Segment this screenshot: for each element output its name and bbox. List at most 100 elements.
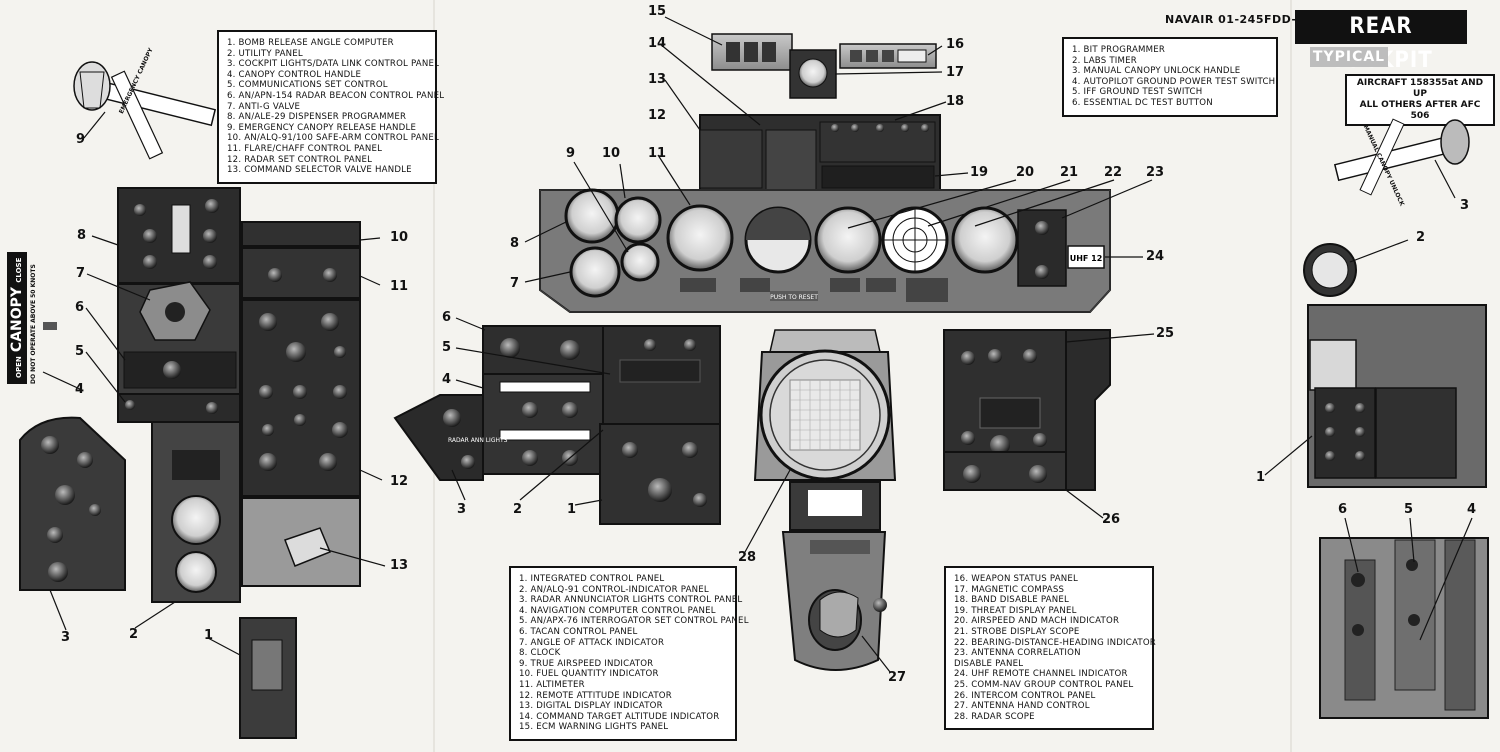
radar-ann-lights-label: RADAR ANN LIGHTS <box>448 437 508 444</box>
legend-item: 19. THREAT DISPLAY PANEL <box>954 605 1077 616</box>
callout-left-9: 9 <box>76 132 86 147</box>
legend-item: 8. CLOCK <box>519 648 561 659</box>
callout-right-5: 5 <box>1404 502 1414 517</box>
legend-item: 7. ANTI-G VALVE <box>227 101 301 112</box>
legend-item: 2. UTILITY PANEL <box>227 48 303 59</box>
canopy-close-label: CLOSE <box>15 257 23 283</box>
legend-item: 16. WEAPON STATUS PANEL <box>954 574 1079 584</box>
legend-item: 2. AN/ALQ-91 CONTROL-INDICATOR PANEL <box>519 584 709 595</box>
callout-center-10: 10 <box>602 146 621 161</box>
uhf-channel-label: UHF 12 <box>1070 254 1103 263</box>
callout-center-28: 28 <box>738 550 757 565</box>
callout-right-1: 1 <box>1256 470 1266 485</box>
legend-item: 2. LABS TIMER <box>1072 55 1137 66</box>
legend-item: 10. FUEL QUANTITY INDICATOR <box>519 669 659 680</box>
callout-center-20: 20 <box>1016 165 1035 180</box>
legend-item: 6. AN/APN-154 RADAR BEACON CONTROL PANEL <box>227 90 445 101</box>
callout-center-22: 22 <box>1104 165 1123 180</box>
callout-center-27: 27 <box>888 670 907 685</box>
callout-center-17: 17 <box>946 65 965 80</box>
callout-center-11: 11 <box>648 146 667 161</box>
legend-item: 13. DIGITAL DISPLAY INDICATOR <box>519 701 663 712</box>
legend-item: 4. AUTOPILOT GROUND POWER TEST SWITCH <box>1072 76 1276 87</box>
callout-center-1: 1 <box>567 502 577 517</box>
callout-center-2: 2 <box>513 502 523 517</box>
legend-item: 27. ANTENNA HAND CONTROL <box>954 701 1090 712</box>
callout-center-8: 8 <box>510 236 520 251</box>
callout-left-6: 6 <box>75 300 85 315</box>
legend-item: 18. BAND DISABLE PANEL <box>954 595 1069 606</box>
legend-item: DISABLE PANEL <box>954 658 1024 669</box>
legend-item: 13. COMMAND SELECTOR VALVE HANDLE <box>227 165 412 176</box>
callout-left-3: 3 <box>61 630 71 645</box>
legend-item: 11. ALTIMETER <box>519 679 585 690</box>
main-instrument-panel: UHF 12 PUSH TO RESET <box>539 33 1111 313</box>
legend-item: 10. AN/ALQ-91/100 SAFE-ARM CONTROL PANEL <box>227 133 439 144</box>
legend-item: 12. RADAR SET CONTROL PANEL <box>227 154 373 165</box>
legend-right-panels: 1. BIT PROGRAMMER 2. LABS TIMER 3. MANUA… <box>1062 37 1278 117</box>
callout-left-7: 7 <box>76 266 86 281</box>
callout-left-8: 8 <box>77 228 87 243</box>
legend-item: 1. BOMB RELEASE ANGLE COMPUTER <box>227 38 394 48</box>
callout-center-15: 15 <box>648 4 667 19</box>
callout-center-18: 18 <box>946 94 965 109</box>
center-left-console: RADAR ANN LIGHTS <box>393 325 721 525</box>
legend-item: 5. COMMUNICATIONS SET CONTROL <box>227 80 388 91</box>
callout-center-14: 14 <box>648 36 667 51</box>
legend-item: 17. MAGNETIC COMPASS <box>954 584 1065 595</box>
canopy-open-label: OPEN <box>15 356 23 378</box>
legend-item: 25. COMM-NAV GROUP CONTROL PANEL <box>954 679 1134 690</box>
legend-item: 9. TRUE AIRSPEED INDICATOR <box>519 658 654 669</box>
callout-right-4: 4 <box>1467 502 1477 517</box>
canopy-placard: OPEN CANOPY CLOSE <box>7 251 27 384</box>
callout-center-24: 24 <box>1146 249 1165 264</box>
leader-lines <box>42 16 1473 673</box>
legend-item: 1. INTEGRATED CONTROL PANEL <box>519 574 665 584</box>
legend-item: 9. EMERGENCY CANOPY RELEASE HANDLE <box>227 122 417 133</box>
right-console <box>1303 118 1489 719</box>
callout-center-25: 25 <box>1156 326 1175 341</box>
doc-number: NAVAIR 01-245FDD-1 <box>1165 13 1305 26</box>
legend-item: 4. CANOPY CONTROL HANDLE <box>227 69 362 80</box>
legend-item: 5. AN/APX-76 INTERROGATOR SET CONTROL PA… <box>519 616 749 627</box>
legend-item: 1. BIT PROGRAMMER <box>1072 45 1166 55</box>
legend-item: 8. AN/ALE-29 DISPENSER PROGRAMMER <box>227 112 407 123</box>
legend-item: 28. RADAR SCOPE <box>954 711 1035 722</box>
legend-item: 6. TACAN CONTROL PANEL <box>519 626 638 637</box>
legend-item: 15. ECM WARNING LIGHTS PANEL <box>519 722 669 733</box>
legend-item: 12. REMOTE ATTITUDE INDICATOR <box>519 690 672 701</box>
center-right-console <box>943 329 1111 491</box>
callout-left-13: 13 <box>390 558 409 573</box>
callout-center-21: 21 <box>1060 165 1079 180</box>
callout-right-2: 2 <box>1416 230 1426 245</box>
legend-item: 23. ANTENNA CORRELATION <box>954 648 1081 659</box>
callout-center-6: 6 <box>442 310 452 325</box>
legend-item: 24. UHF REMOTE CHANNEL INDICATOR <box>954 669 1128 680</box>
legend-item: 21. STROBE DISPLAY SCOPE <box>954 626 1080 637</box>
aircraft-note-line: ALL OTHERS AFTER AFC 506 <box>1359 100 1481 121</box>
canopy-warning: DO NOT OPERATE ABOVE 50 KNOTS <box>30 264 37 384</box>
emergency-canopy-handle <box>73 61 217 160</box>
push-to-reset-label: PUSH TO RESET <box>770 294 818 301</box>
callout-left-10: 10 <box>390 230 409 245</box>
callout-center-5: 5 <box>442 340 452 355</box>
left-console <box>19 61 361 739</box>
callout-left-12: 12 <box>390 474 409 489</box>
legend-left-panels: 1. BOMB RELEASE ANGLE COMPUTER 2. UTILIT… <box>217 30 445 184</box>
callout-left-5: 5 <box>75 344 85 359</box>
callout-center-12: 12 <box>648 108 667 123</box>
legend-item: 3. MANUAL CANOPY UNLOCK HANDLE <box>1072 66 1241 77</box>
legend-item: 14. COMMAND TARGET ALTITUDE INDICATOR <box>519 711 720 722</box>
legend-item: 22. BEARING-DISTANCE-HEADING INDICATOR <box>954 637 1156 648</box>
legend-item: 5. IFF GROUND TEST SWITCH <box>1072 87 1203 98</box>
legend-item: 20. AIRSPEED AND MACH INDICATOR <box>954 616 1120 627</box>
callout-center-26: 26 <box>1102 512 1121 527</box>
callout-left-11: 11 <box>390 279 409 294</box>
callout-right-6: 6 <box>1338 502 1348 517</box>
canopy-label: CANOPY <box>9 286 25 353</box>
aircraft-note: AIRCRAFT 158355at AND UP ALL OTHERS AFTE… <box>1345 74 1495 126</box>
legend-item: 26. INTERCOM CONTROL PANEL <box>954 690 1096 701</box>
radar-scope-console <box>753 329 897 671</box>
callout-center-3: 3 <box>457 502 467 517</box>
